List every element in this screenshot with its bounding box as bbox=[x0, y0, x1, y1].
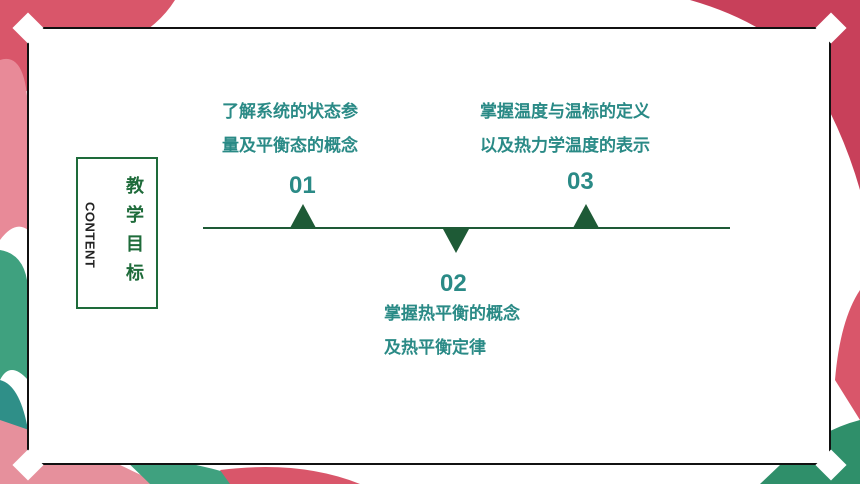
item-03-line2: 以及热力学温度的表示 bbox=[480, 136, 650, 156]
section-title: 教学目标 bbox=[123, 176, 144, 292]
item-01-line1: 了解系统的状态参 bbox=[222, 102, 358, 122]
marker-02-triangle bbox=[443, 229, 469, 253]
content-label: CONTENT bbox=[82, 201, 98, 269]
item-02-line2: 及热平衡定律 bbox=[384, 338, 486, 358]
content-frame bbox=[27, 27, 831, 465]
marker-01-triangle bbox=[290, 204, 316, 228]
item-01-line2: 量及平衡态的概念 bbox=[222, 136, 358, 156]
green-leaf-left bbox=[0, 250, 29, 380]
pink-leaf-right bbox=[835, 290, 860, 420]
item-02-number: 02 bbox=[440, 270, 467, 297]
marker-03-triangle bbox=[573, 204, 599, 228]
item-02-line1: 掌握热平衡的概念 bbox=[384, 304, 520, 324]
pink-leaf-bottom-center bbox=[220, 467, 360, 484]
item-01-number: 01 bbox=[289, 172, 316, 199]
item-03-line1: 掌握温度与温标的定义 bbox=[480, 102, 650, 122]
section-label-box bbox=[76, 157, 158, 309]
item-03-number: 03 bbox=[567, 168, 594, 195]
timeline-line bbox=[203, 227, 730, 229]
pink-leaf-left bbox=[0, 58, 29, 241]
